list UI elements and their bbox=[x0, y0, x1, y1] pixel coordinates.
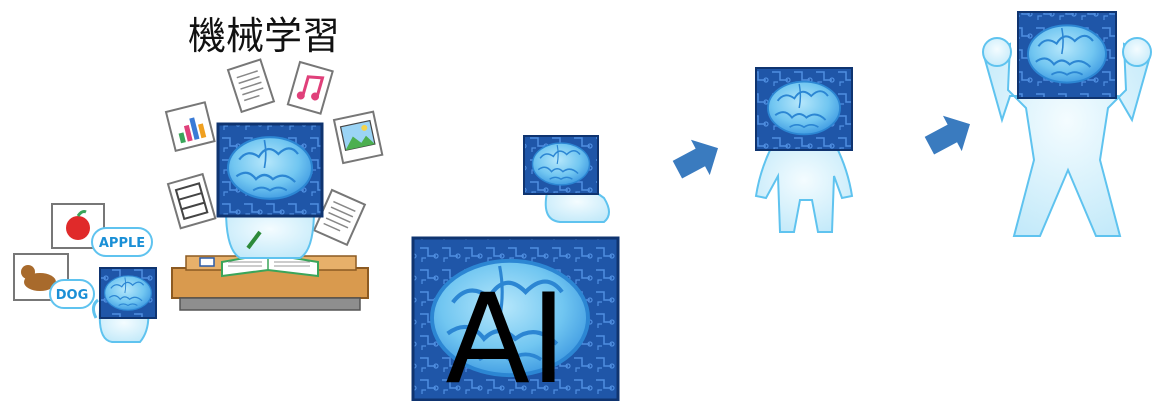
photo-icon bbox=[332, 110, 384, 165]
ai-chip-panel: AI bbox=[411, 236, 620, 401]
film-icon bbox=[166, 172, 217, 230]
child-robot bbox=[754, 67, 854, 233]
dog-label: DOG bbox=[56, 288, 89, 303]
document-icon bbox=[226, 58, 276, 114]
apple-bubble: APPLE bbox=[91, 227, 153, 257]
baby-robot bbox=[523, 135, 610, 223]
small-learning-robot bbox=[91, 267, 157, 343]
page-title: 機械学習 bbox=[188, 14, 341, 58]
apple-label: APPLE bbox=[99, 236, 145, 251]
studying-robot bbox=[216, 122, 324, 259]
ai-label: AI bbox=[445, 268, 566, 401]
dog-bubble: DOG bbox=[49, 279, 95, 309]
bar-chart-icon bbox=[164, 101, 216, 153]
apple-card bbox=[51, 203, 105, 249]
arrow-icon bbox=[672, 139, 719, 179]
eraser bbox=[199, 257, 215, 267]
arrow-icon bbox=[924, 115, 971, 155]
adult-robot bbox=[982, 11, 1152, 237]
music-note-icon bbox=[286, 60, 334, 115]
